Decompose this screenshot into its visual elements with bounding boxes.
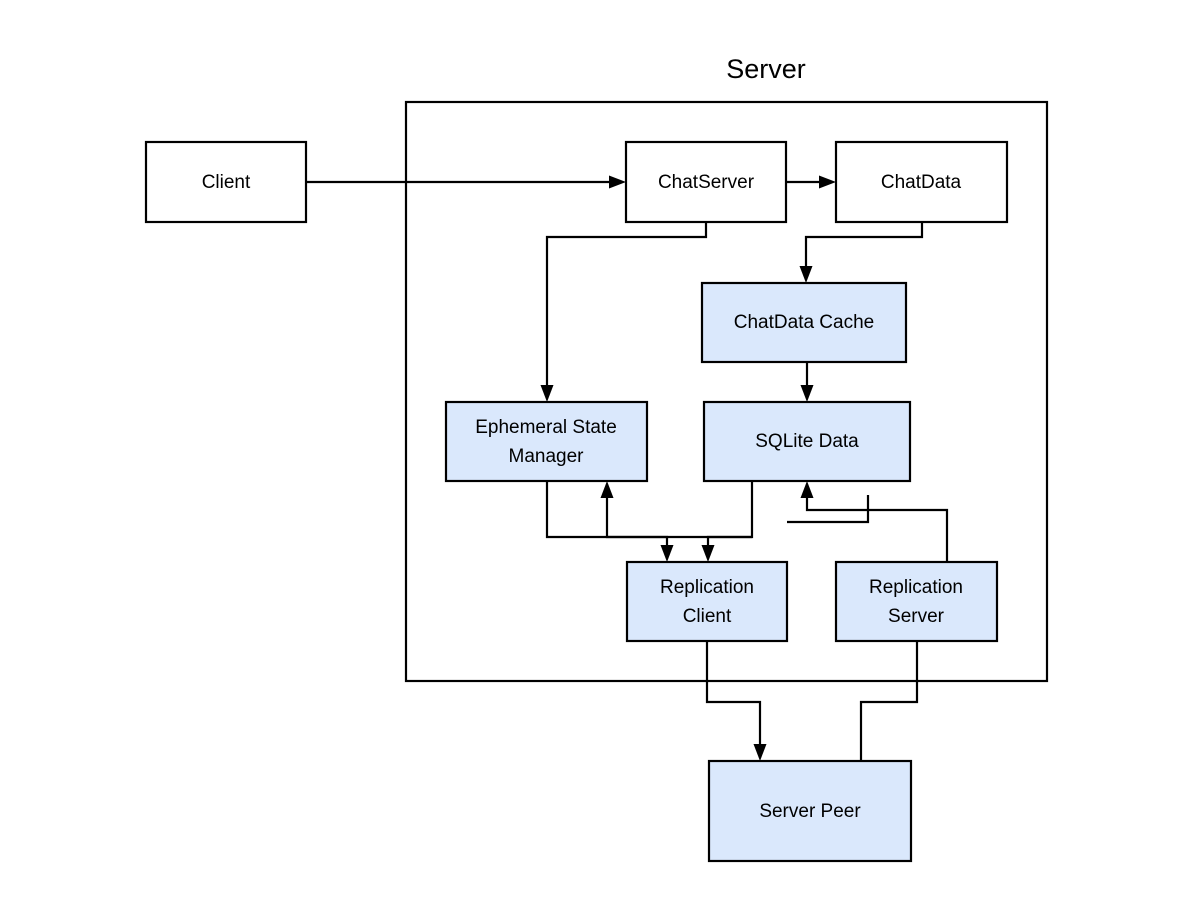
arrowhead-replication-server-to-sqlite-data [800,481,814,498]
arrowhead-chatserver-to-chatdata [819,175,836,189]
node-chatdata-cache[interactable]: ChatData Cache [700,281,908,364]
node-replication-server[interactable]: Replication Server [834,560,999,643]
edge-replication-client-to-server-peer [705,641,762,747]
edge-chatdata-to-chatdata-cache [804,222,924,269]
edge-replication-client-to-sqlite-data [787,495,870,524]
server-container-boundary [404,100,1049,683]
node-server-peer[interactable]: Server Peer [707,759,913,863]
node-replication-server-box[interactable] [834,560,999,643]
node-client[interactable]: Client [144,140,308,224]
node-chatserver[interactable]: ChatServer [624,140,788,224]
node-client-box[interactable] [144,140,308,224]
edge-replication-client-to-ephemeral-state-manager [605,495,752,539]
node-chatdata-cache-box[interactable] [700,281,908,364]
arrowhead-replication-client-to-server-peer [753,744,767,761]
edge-replication-server-to-sqlite-data [805,495,949,562]
node-chatdata-box[interactable] [834,140,1009,224]
node-ephemeral-state-manager-box[interactable] [444,400,649,483]
diagram-title: Server [726,54,806,84]
edge-chatserver-to-ephemeral-state-manager [545,222,708,388]
node-ephemeral-state-manager[interactable]: Ephemeral State Manager [444,400,649,483]
node-sqlite-data[interactable]: SQLite Data [702,400,912,483]
node-sqlite-data-box[interactable] [702,400,912,483]
node-chatdata[interactable]: ChatData [834,140,1009,224]
arrowhead-ephemeral-to-replication-client [660,545,674,562]
arrowhead-chatdata-cache-to-sqlite-data [800,385,814,402]
node-replication-client-box[interactable] [625,560,789,643]
arrowhead-sqlite-data-to-replication-client [701,545,715,562]
arrowhead-client-to-chatserver [609,175,626,189]
arrowhead-chatdata-to-chatdata-cache [799,266,813,283]
arrowhead-replication-client-to-ephemeral [600,481,614,498]
nodes-layer: Client ChatServer ChatData ChatData Cach… [144,140,1009,863]
node-chatserver-box[interactable] [624,140,788,224]
arrowhead-chatserver-to-ephemeral-state-manager [540,385,554,402]
node-server-peer-box[interactable] [707,759,913,863]
node-replication-client[interactable]: Replication Client [625,560,789,643]
